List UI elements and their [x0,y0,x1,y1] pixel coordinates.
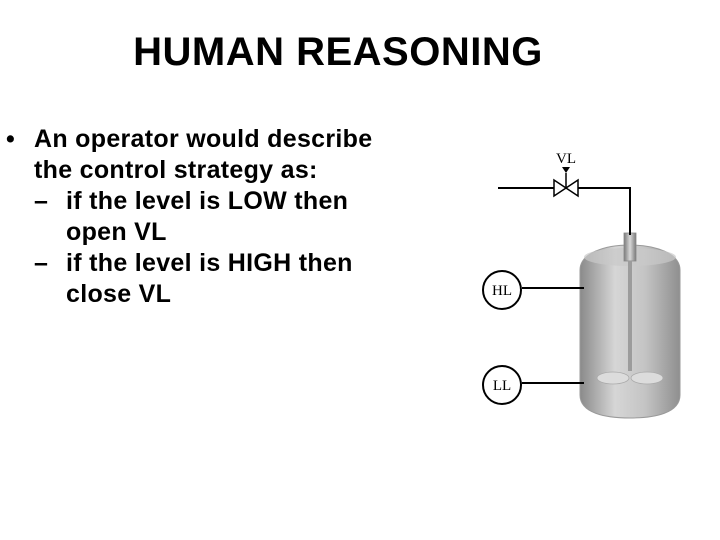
bullet-item: • An operator would describe the control… [6,124,476,186]
tank-diagram: VL HL LL [482,151,681,419]
sub-bullet-marker: – [34,249,49,277]
sub-bullet-line-2: open VL [66,218,167,246]
bullet-text-line-1: An operator would describe [34,125,373,153]
sub-bullet-marker: – [34,187,49,215]
sub-bullet-line-1: if the level is LOW then [66,187,349,215]
valve-label: VL [556,151,576,167]
sub-bullet-line-2: close VL [66,280,172,308]
sub-bullet-low: – if the level is LOW then open VL [6,186,476,248]
sub-bullet-high: – if the level is HIGH then close VL [6,248,476,310]
bullet-marker: • [6,125,16,153]
high-level-label: HL [492,283,512,299]
low-level-sensor: LL [482,365,584,405]
slide-title: HUMAN REASONING [133,30,543,74]
high-level-sensor: HL [482,270,584,310]
valve-icon [553,167,579,198]
bullet-list: • An operator would describe the control… [6,124,476,310]
inlet-line [498,187,631,235]
sub-bullet-line-1: if the level is HIGH then [66,249,353,277]
bullet-text-line-2: the control strategy as: [34,156,318,184]
agitator [596,232,664,385]
low-level-label: LL [493,378,511,394]
